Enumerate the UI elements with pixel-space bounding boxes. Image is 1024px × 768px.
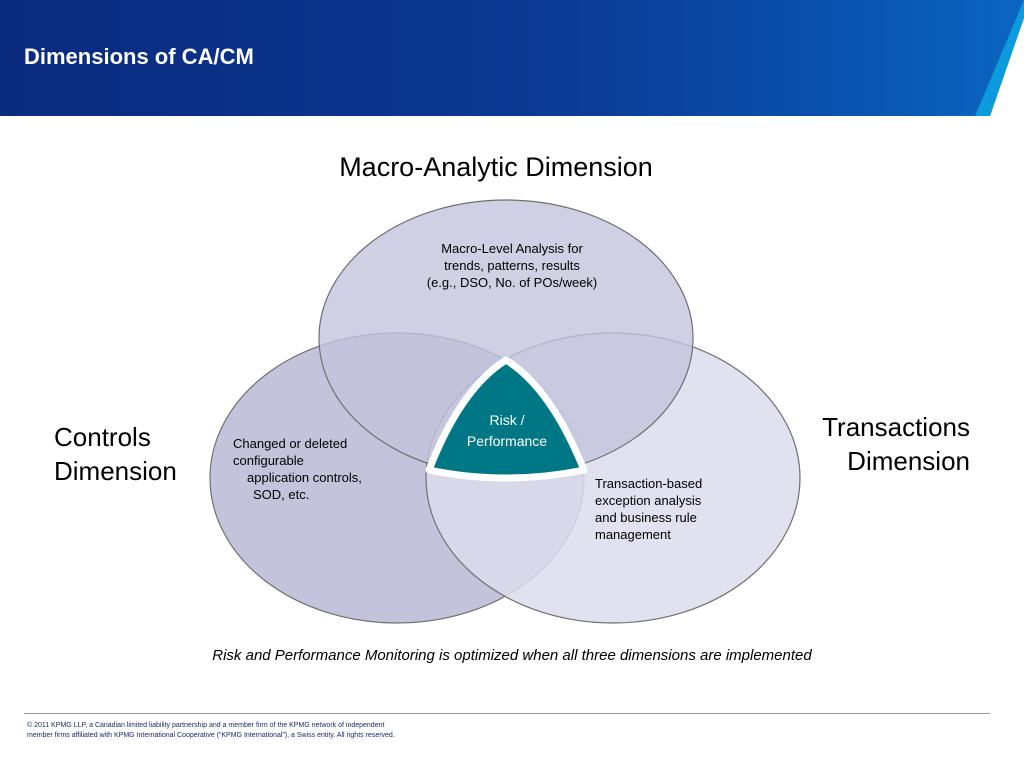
macro-dimension-title: Macro-Analytic Dimension: [339, 152, 653, 182]
macro-description: Macro-Level Analysis for trends, pattern…: [380, 240, 644, 291]
controls-title-line: Dimension: [54, 456, 177, 486]
controls-desc-line: configurable: [233, 453, 304, 468]
controls-dimension-title: Controls Dimension: [54, 420, 177, 488]
transactions-title-line: Transactions: [822, 412, 970, 442]
risk-performance-label: Risk / Performance: [446, 410, 568, 452]
header-banner: Dimensions of CA/CM: [0, 0, 1024, 116]
macro-desc-line: Macro-Level Analysis for: [441, 241, 583, 256]
transactions-desc-line: and business rule: [595, 510, 697, 525]
transactions-title-line: Dimension: [847, 446, 970, 476]
controls-desc-line: application controls,: [247, 470, 362, 485]
controls-description: Changed or deleted configurable applicat…: [233, 435, 413, 503]
macro-desc-line: (e.g., DSO, No. of POs/week): [426, 275, 598, 290]
risk-performance-shape: [425, 356, 588, 482]
controls-title-line: Controls: [54, 422, 151, 452]
footer-divider: [24, 713, 990, 714]
copyright-line: member firms affiliated with KPMG Intern…: [27, 732, 395, 739]
copyright-notice: © 2011 KPMG LLP, a Canadian limited liab…: [27, 721, 447, 741]
transactions-dimension-title: Transactions Dimension: [822, 410, 970, 478]
page-title: Dimensions of CA/CM: [24, 44, 254, 69]
controls-desc-line: SOD, etc.: [253, 487, 310, 502]
center-label-line: Performance: [466, 433, 548, 449]
transactions-desc-line: Transaction-based: [595, 476, 703, 491]
copyright-line: © 2011 KPMG LLP, a Canadian limited liab…: [27, 722, 385, 729]
diagram-caption: Risk and Performance Monitoring is optim…: [212, 647, 812, 664]
transactions-desc-line: management: [595, 527, 671, 542]
transactions-description: Transaction-based exception analysis and…: [595, 475, 755, 543]
header-background: [0, 0, 1024, 116]
controls-desc-line: Changed or deleted: [233, 436, 348, 451]
transactions-desc-line: exception analysis: [595, 493, 702, 508]
center-label-line: Risk /: [489, 412, 525, 428]
macro-desc-line: trends, patterns, results: [444, 258, 580, 273]
